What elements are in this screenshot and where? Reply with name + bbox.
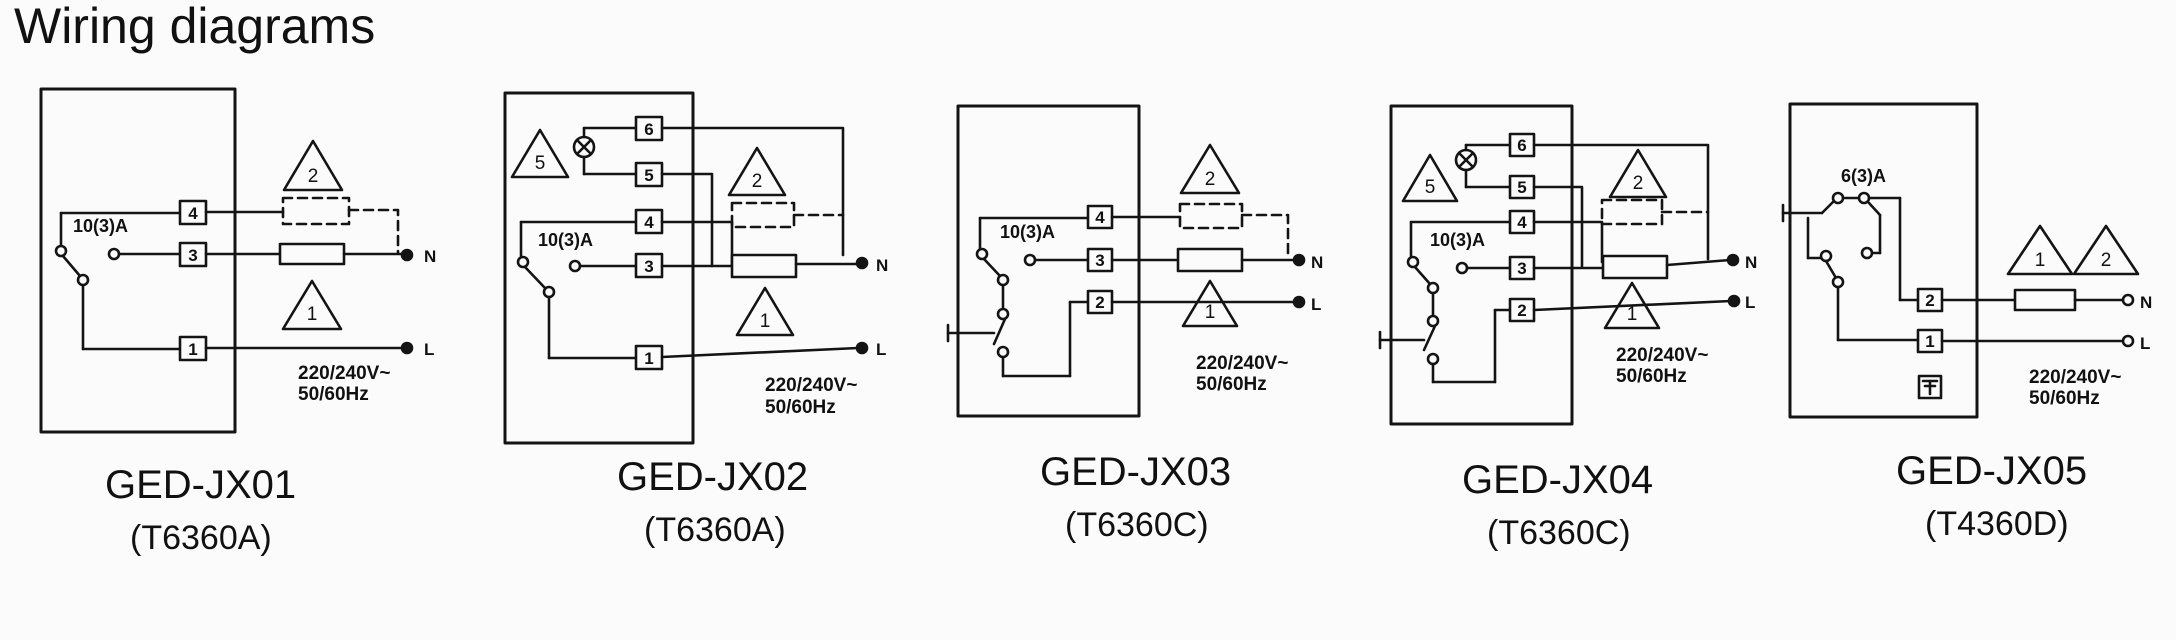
terminal-label: 2 [1925, 291, 1934, 310]
warning-triangle-label: 2 [752, 171, 763, 192]
live-label: L [2140, 334, 2150, 353]
frequency-label: 50/60Hz [765, 397, 836, 418]
model-name-jx05: GED-JX05 [1896, 449, 2087, 493]
warning-triangle-label: 1 [307, 304, 318, 325]
terminal-label: 1 [1925, 332, 1934, 351]
terminal-label: 4 [1095, 208, 1105, 227]
model-code-jx03: (T6360C) [1065, 506, 1209, 544]
model-name-jx03: GED-JX03 [1040, 450, 1231, 494]
warning-triangle-label: 1 [1627, 304, 1638, 325]
frequency-label: 50/60Hz [2029, 388, 2100, 409]
frequency-label: 50/60Hz [1196, 374, 1267, 395]
live-label: L [424, 340, 434, 359]
warning-triangle-label: 1 [1205, 302, 1216, 323]
terminal-label: 4 [188, 204, 198, 223]
neutral-label: N [876, 256, 888, 275]
model-name-jx04: GED-JX04 [1462, 458, 1653, 502]
frequency-label: 50/60Hz [1616, 366, 1687, 387]
model-name-jx01: GED-JX01 [105, 463, 296, 507]
warning-triangle-label: 2 [308, 166, 319, 187]
warning-triangle-label: 1 [760, 311, 771, 332]
terminal-label: 3 [188, 246, 197, 265]
voltage-label: 220/240V~ [765, 375, 857, 396]
voltage-label: 220/240V~ [2029, 367, 2121, 388]
rating-label-jx04: 10(3)A [1430, 230, 1485, 250]
live-label: L [1311, 295, 1321, 314]
terminal-label: 4 [1517, 213, 1527, 232]
warning-triangle-label: 2 [2101, 250, 2112, 271]
frequency-label: 50/60Hz [298, 384, 369, 405]
rating-label-jx03: 10(3)A [1000, 222, 1055, 242]
rating-label-jx01: 10(3)A [73, 216, 128, 236]
warning-triangle-label: 5 [535, 153, 546, 174]
warning-triangle-label: 2 [1633, 173, 1644, 194]
model-code-jx04: (T6360C) [1487, 514, 1631, 552]
live-label: L [876, 340, 886, 359]
neutral-label: N [424, 247, 436, 266]
terminal-label: 2 [1517, 301, 1526, 320]
warning-triangle-label: 2 [1205, 169, 1216, 190]
terminal-label: 4 [644, 213, 654, 232]
page-title: Wiring diagrams [14, 0, 376, 54]
neutral-label: N [2140, 293, 2152, 312]
voltage-label: 220/240V~ [1196, 353, 1288, 374]
model-code-jx02: (T6360A) [644, 511, 786, 549]
terminal-label: 5 [1517, 178, 1526, 197]
terminal-label: 2 [1095, 293, 1104, 312]
model-code-jx05: (T4360D) [1925, 505, 2069, 543]
neutral-label: N [1311, 253, 1323, 272]
rating-label-jx05: 6(3)A [1841, 166, 1886, 186]
model-code-jx01: (T6360A) [130, 519, 272, 557]
terminal-label: 3 [1095, 251, 1104, 270]
voltage-label: 220/240V~ [1616, 345, 1708, 366]
rating-label-jx02: 10(3)A [538, 230, 593, 250]
warning-triangle-label: 5 [1425, 177, 1436, 198]
model-name-jx02: GED-JX02 [617, 455, 808, 499]
diagram-ged-jx02: 5 10(3)A 6 5 4 3 1 [503, 91, 888, 549]
terminal-label: 1 [188, 340, 197, 359]
terminal-label: 6 [644, 120, 653, 139]
terminal-label: 6 [1517, 136, 1526, 155]
diagram-ged-jx05: 6(3)A 2 1 [1781, 102, 2152, 543]
terminal-label: 3 [1517, 259, 1526, 278]
live-label: L [1745, 293, 1755, 312]
ground-terminal-icon [1917, 374, 1943, 400]
neutral-label: N [1745, 253, 1757, 272]
diagram-ged-jx04: 5 10(3)A 6 [1378, 104, 1757, 552]
diagram-ged-jx03: 10(3)A 4 3 2 N [946, 104, 1323, 544]
terminal-label: 1 [644, 349, 653, 368]
diagram-ged-jx01: 10(3)A 4 3 1 N L 2 1 220/2 [39, 87, 436, 557]
terminal-label: 3 [644, 257, 653, 276]
terminal-label: 5 [644, 166, 653, 185]
voltage-label: 220/240V~ [298, 363, 390, 384]
warning-triangle-label: 1 [2035, 250, 2046, 271]
